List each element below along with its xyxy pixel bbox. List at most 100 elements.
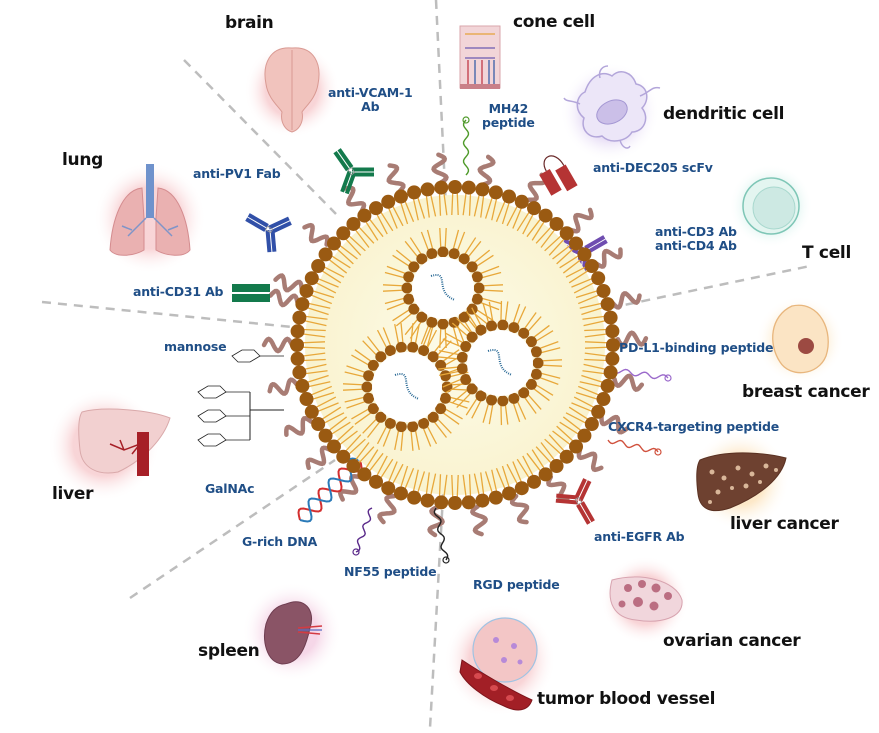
lipid-head bbox=[527, 201, 541, 216]
lipid-head bbox=[518, 387, 530, 399]
label-nf55: NF55 peptide bbox=[344, 564, 437, 579]
lipid-head bbox=[427, 351, 439, 363]
lipid-head bbox=[299, 392, 314, 407]
lipid-head bbox=[369, 474, 383, 489]
antibody-arm bbox=[584, 235, 608, 254]
lipid-head bbox=[486, 394, 498, 406]
lipid-head bbox=[460, 373, 472, 385]
label-line: peptide bbox=[482, 115, 535, 131]
lipid-head bbox=[401, 282, 413, 294]
peg-linker bbox=[612, 373, 645, 392]
rgd-peptide bbox=[433, 507, 449, 561]
lipid-head bbox=[407, 421, 419, 433]
lipid-head bbox=[363, 392, 375, 404]
antibody-arm bbox=[245, 213, 269, 232]
nucleic-acid-strand bbox=[487, 348, 513, 376]
light-chain bbox=[556, 493, 579, 500]
light-chain bbox=[265, 230, 272, 253]
divider-lung-liver bbox=[41, 300, 293, 329]
galnac-structure bbox=[197, 385, 284, 447]
heavy-chain bbox=[573, 478, 587, 500]
lipid-head bbox=[488, 185, 503, 200]
lipid-head bbox=[466, 261, 478, 273]
spleen-illustration bbox=[242, 582, 342, 682]
lipid-head bbox=[596, 392, 611, 407]
nf55-peptide bbox=[355, 507, 373, 553]
lipid-head bbox=[384, 345, 396, 357]
lipid-head bbox=[475, 390, 487, 402]
lipid-head bbox=[407, 341, 419, 353]
lipid-head bbox=[569, 439, 584, 454]
lnp-core bbox=[305, 195, 605, 495]
lipid-head bbox=[502, 486, 517, 501]
micelle-interior bbox=[372, 352, 442, 422]
lipid-head bbox=[426, 316, 438, 328]
lipid-head bbox=[497, 319, 509, 331]
lipid-head bbox=[381, 481, 396, 496]
antibody-arm bbox=[573, 478, 592, 502]
peg-linker bbox=[261, 336, 295, 354]
lipid-head bbox=[384, 417, 396, 429]
label-spleen: spleen bbox=[198, 641, 260, 661]
lipid-head bbox=[299, 283, 314, 298]
sugar-ring bbox=[197, 385, 227, 399]
lipid-head bbox=[514, 194, 529, 209]
lipid-head bbox=[527, 474, 541, 489]
label-line: anti-CD4 Ab bbox=[655, 238, 737, 254]
outer-lipid-layer bbox=[290, 180, 620, 510]
label-line: Ab bbox=[361, 99, 380, 115]
antibody-arm bbox=[268, 216, 292, 235]
liver-illustration bbox=[48, 389, 171, 501]
label-mh42: MH42 peptide bbox=[482, 101, 535, 131]
lipid-head bbox=[295, 378, 310, 393]
dendritic-cell-illustration bbox=[560, 62, 661, 162]
mh42-peptide bbox=[462, 119, 470, 176]
label-anti-cd3-cd4: anti-CD3 Ab anti-CD4 Ab bbox=[655, 224, 737, 254]
lipid-head bbox=[461, 495, 476, 510]
divider-bottom bbox=[428, 477, 446, 729]
lipid-head bbox=[549, 459, 564, 474]
lipid-head bbox=[408, 261, 420, 273]
lipid-head bbox=[486, 320, 498, 332]
lipid-head bbox=[357, 208, 372, 223]
label-dendritic-cell: dendritic cell bbox=[663, 104, 785, 124]
lipid-head bbox=[603, 365, 618, 380]
antibody-arm bbox=[352, 167, 374, 177]
micelle-lipid-layer bbox=[342, 323, 472, 451]
light-chain bbox=[580, 501, 595, 523]
heavy-chain bbox=[576, 503, 591, 525]
lipid-head bbox=[304, 404, 319, 419]
lipid-head bbox=[326, 236, 341, 251]
lipid-head bbox=[381, 194, 396, 209]
peg-linker bbox=[427, 504, 445, 538]
lipid-head bbox=[569, 236, 584, 251]
light-chain bbox=[584, 235, 606, 250]
heavy-chain bbox=[586, 239, 608, 254]
lipid-head bbox=[497, 395, 509, 407]
lipid-head bbox=[375, 411, 387, 423]
label-liver: liver bbox=[52, 484, 94, 504]
label-breast-cancer: breast cancer bbox=[742, 382, 870, 402]
peg-linker bbox=[302, 222, 330, 247]
lipid-head bbox=[448, 496, 462, 510]
lipid-head bbox=[326, 439, 341, 454]
label-pd-l1: PD-L1-binding peptide bbox=[619, 340, 774, 355]
lipid-head bbox=[532, 357, 544, 369]
cone-cell-illustration bbox=[459, 25, 501, 89]
peg-linker bbox=[305, 445, 333, 471]
lipid-head bbox=[591, 404, 606, 419]
pd-l1-peptide bbox=[611, 368, 669, 380]
cxcr4-peptide-end bbox=[654, 448, 662, 456]
lipid-head bbox=[600, 297, 615, 312]
anti-vcam-1-antibody bbox=[333, 148, 374, 195]
lipid-head bbox=[295, 297, 310, 312]
lipid-head bbox=[439, 392, 451, 404]
lipid-head bbox=[448, 248, 460, 260]
rgd-peptide-end bbox=[442, 556, 450, 564]
lipid-head bbox=[420, 182, 435, 197]
peg-linker bbox=[509, 493, 530, 525]
label-anti-dec205: anti-DEC205 scFv bbox=[593, 160, 713, 175]
brain-illustration bbox=[244, 42, 340, 138]
hinge bbox=[574, 496, 583, 506]
lipid-head bbox=[375, 351, 387, 363]
